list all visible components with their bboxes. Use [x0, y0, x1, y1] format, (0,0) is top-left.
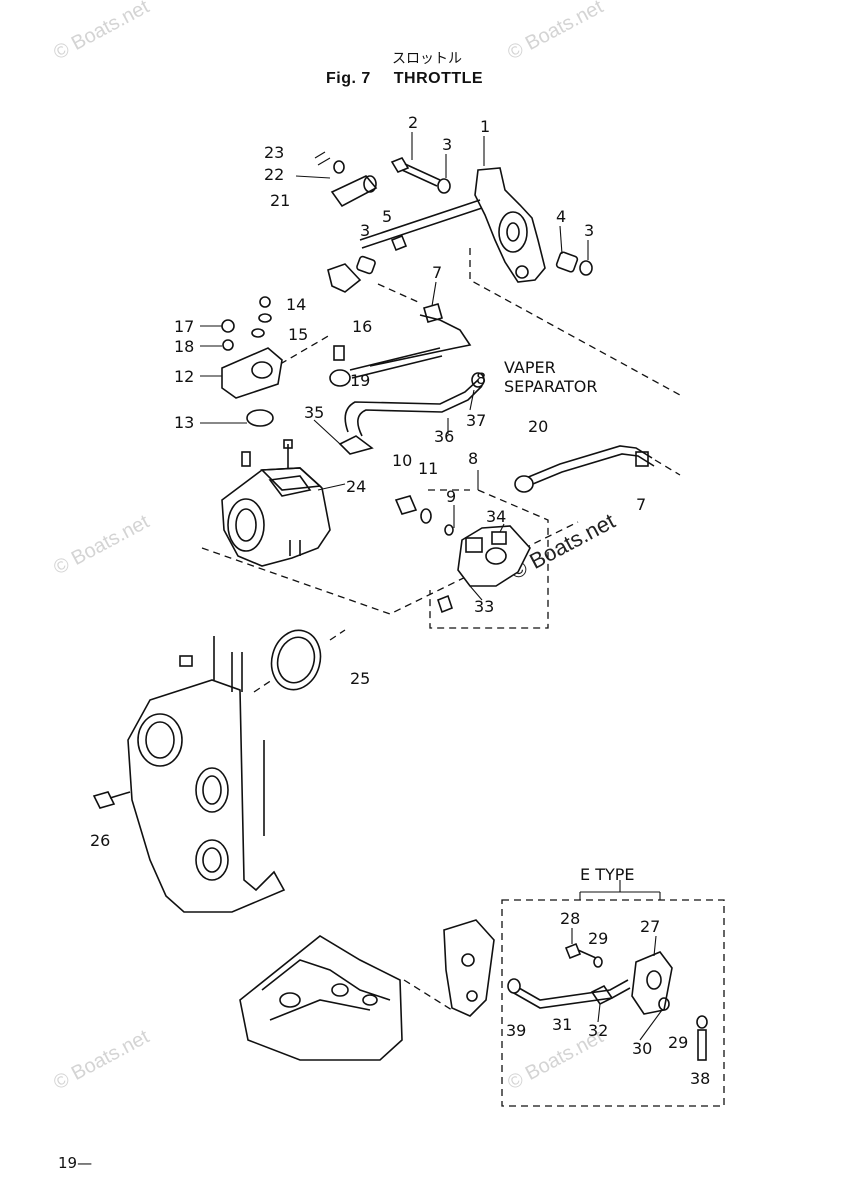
label-23: 23 — [264, 143, 284, 162]
label-7-right: 7 — [636, 495, 646, 514]
label-29-top: 29 — [588, 929, 608, 948]
watermark-bottom-left: © Boats.net — [50, 1026, 153, 1095]
label-32: 32 — [588, 1021, 608, 1040]
label-38: 38 — [690, 1069, 710, 1088]
e-type-box — [443, 891, 725, 1107]
label-22: 22 — [264, 165, 284, 184]
label-11: 11 — [418, 459, 438, 478]
watermark-top-right: © Boats.net — [504, 0, 607, 64]
label-9: 9 — [446, 487, 456, 506]
page-number: 19— — [58, 1154, 93, 1172]
label-1: 1 — [480, 117, 490, 136]
label-31: 31 — [552, 1015, 572, 1034]
label-5: 5 — [382, 207, 392, 226]
label-15: 15 — [288, 325, 308, 344]
label-3-top: 3 — [442, 135, 452, 154]
label-26: 26 — [90, 831, 110, 850]
label-37: 37 — [466, 411, 486, 430]
page-number-value: 19 — [58, 1154, 78, 1172]
label-39: 39 — [506, 1021, 526, 1040]
label-35: 35 — [304, 403, 324, 422]
label-4: 4 — [556, 207, 566, 226]
figure-title: Fig. 7 THROTTLE — [326, 70, 483, 88]
figure-number: Fig. 7 — [326, 70, 371, 87]
label-vaper: VAPER — [504, 358, 556, 377]
label-21: 21 — [270, 191, 290, 210]
throttle-link-rods — [329, 303, 472, 387]
label-8-top: 8 — [476, 369, 486, 388]
label-18: 18 — [174, 337, 194, 356]
label-13: 13 — [174, 413, 194, 432]
label-28: 28 — [560, 909, 580, 928]
label-29-bottom: 29 — [668, 1033, 688, 1052]
link-rod-20 — [514, 445, 681, 493]
label-30: 30 — [632, 1039, 652, 1058]
label-19: 19 — [350, 371, 370, 390]
intake-manifold-26 — [92, 629, 346, 913]
label-20: 20 — [528, 417, 548, 436]
label-e-type: E TYPE — [580, 865, 635, 884]
label-25: 25 — [350, 669, 370, 688]
label-27: 27 — [640, 917, 660, 936]
label-36: 36 — [434, 427, 454, 446]
label-separator: SEPARATOR — [504, 377, 598, 396]
label-10: 10 — [392, 451, 412, 470]
label-7-top: 7 — [432, 263, 442, 282]
watermark-mid-left: © Boats.net — [50, 511, 153, 580]
label-2: 2 — [408, 113, 418, 132]
label-3-right: 3 — [584, 221, 594, 240]
label-12: 12 — [174, 367, 194, 386]
label-14: 14 — [286, 295, 306, 314]
label-3-mid: 3 — [360, 221, 370, 240]
label-33: 33 — [474, 597, 494, 616]
label-8-mid: 8 — [468, 449, 478, 468]
figure-name: THROTTLE — [393, 70, 484, 87]
watermark-top-left: © Boats.net — [50, 0, 153, 64]
fuel-hose-36 — [313, 372, 485, 455]
throttle-body-24 — [221, 439, 346, 567]
callout-labels: 2 3 1 23 22 21 5 3 4 3 7 14 15 17 18 12 … — [90, 113, 710, 1088]
label-16: 16 — [352, 317, 372, 336]
label-24: 24 — [346, 477, 366, 496]
throttle-lever-assembly — [269, 151, 681, 396]
leader-lines — [295, 132, 663, 1041]
title-japanese: スロットル — [392, 51, 462, 67]
bracket-12 — [200, 296, 283, 427]
label-17: 17 — [174, 317, 194, 336]
label-34: 34 — [486, 507, 506, 526]
engine-block-outline — [239, 935, 453, 1061]
cam-assembly-33 — [394, 470, 549, 629]
